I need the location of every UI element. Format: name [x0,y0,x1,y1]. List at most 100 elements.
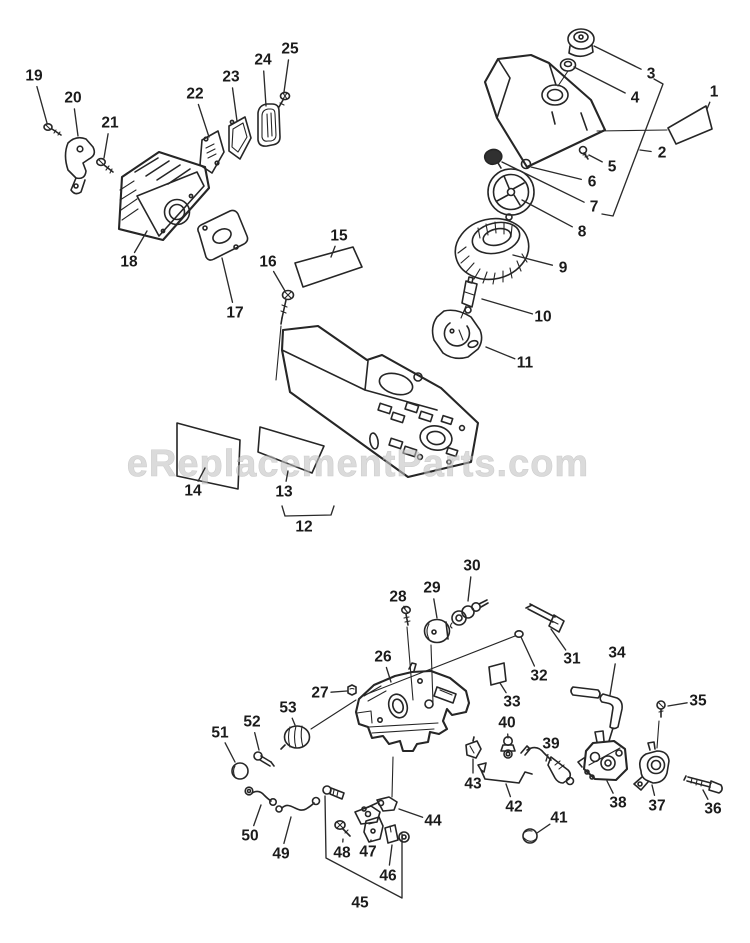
bracket-group-45 [324,795,403,899]
callout-9: 9 [559,260,568,277]
callout-leader-23 [231,87,238,122]
callout-leader-28 [403,605,406,609]
muffler-plate [199,130,225,174]
callout-leader-53 [291,717,296,726]
callout-18: 18 [120,254,138,271]
filter-plate [487,168,535,221]
callout-50: 50 [241,828,258,845]
bracket-clip-47 [363,816,384,843]
washer-ring [520,158,532,170]
screw-35 [656,700,666,718]
throttle-rod-42 [477,762,533,784]
callout-leader-37 [651,784,656,796]
cap-29 [423,618,451,644]
callout-8: 8 [578,224,587,241]
callout-49: 49 [272,846,290,863]
callout-47: 47 [359,844,376,861]
callout-leader-25 [283,59,290,93]
bracket-group-tank [601,78,664,217]
air-filter [454,217,530,285]
callout-6: 6 [588,174,597,191]
filter-base [431,305,483,360]
callout-leader-19 [36,85,48,124]
carburetor-38 [577,730,629,782]
callout-leader-10 [481,298,534,315]
muffler-gasket-plate [197,209,249,261]
watermark: eReplacementParts.com [127,443,589,485]
callout-52: 52 [243,714,260,731]
callout-20: 20 [64,90,81,107]
callout-leader-17 [221,257,234,303]
nut-washer-46 [384,824,410,844]
callout-leader-11 [485,346,516,360]
muffler-screw [96,157,114,174]
crankcase [354,662,471,753]
sticker-label-13 [257,426,325,474]
callout-leader-52 [254,732,260,751]
callout-11: 11 [517,355,534,372]
callout-32: 32 [530,668,547,685]
callout-21: 21 [101,115,119,132]
callout-35: 35 [689,693,707,710]
exhaust-gasket [228,116,252,160]
callout-12: 12 [295,519,312,536]
clip-43 [465,736,482,759]
fuel-filter [461,276,478,314]
callout-leader-22 [197,103,210,138]
callout-16: 16 [259,254,277,271]
callout-39: 39 [542,736,560,753]
callout-leader-33 [499,682,507,694]
callout-26: 26 [374,649,392,666]
callout-leader-42 [505,783,512,798]
sticker-label-33 [488,662,507,686]
callout-layer: 1234567891011121314151617181920212223242… [25,41,722,912]
callout-leader-14 [197,467,206,482]
tank-screw [578,145,589,160]
callout-leader-18 [133,230,148,254]
callout-43: 43 [464,776,482,793]
bolt-36 [683,775,723,794]
callout-leader-8 [521,199,573,228]
linkage-bolt [322,785,345,800]
callout-30: 30 [463,558,480,575]
callout-leader-5 [588,154,603,163]
callout-53: 53 [279,700,297,717]
callout-leader-30 [467,576,472,602]
duckbill-valve [483,148,503,169]
fuel-hose-34 [570,686,623,742]
callout-2: 2 [658,145,667,162]
callout-27: 27 [311,685,328,702]
callout-leader-3 [593,45,642,70]
callout-34: 34 [608,645,626,662]
callout-46: 46 [379,868,397,885]
callout-29: 29 [423,580,441,597]
callout-22: 22 [186,86,203,103]
diagram-line-art [43,28,723,844]
callout-leader-21 [103,133,109,159]
sticker-label-15 [294,246,363,288]
cover-screw-25 [278,91,291,108]
throttle-cable-39 [520,745,575,786]
intake-manifold-37 [633,741,670,791]
bracket-screw [43,123,62,136]
callout-leader-44 [398,808,424,818]
callout-13: 13 [275,484,293,501]
callout-41: 41 [550,810,568,827]
callout-leader-6 [530,166,582,181]
sticker-label-14 [176,422,241,490]
fuel-tank [483,53,607,169]
bracket-group-12 [281,505,335,517]
fuel-cap-gasket [559,58,577,72]
muffler-bracket [64,136,96,195]
callout-51: 51 [211,725,229,742]
oiler-pump-30 [449,599,489,629]
lever-44 [361,796,398,812]
callout-leader-31 [550,628,567,651]
callout-4: 4 [631,90,640,107]
callout-leader-27 [330,690,348,693]
callout-37: 37 [648,798,665,815]
callout-leader-41 [536,823,551,834]
callout-3: 3 [647,66,656,83]
grommet-cap-51 [231,762,249,780]
